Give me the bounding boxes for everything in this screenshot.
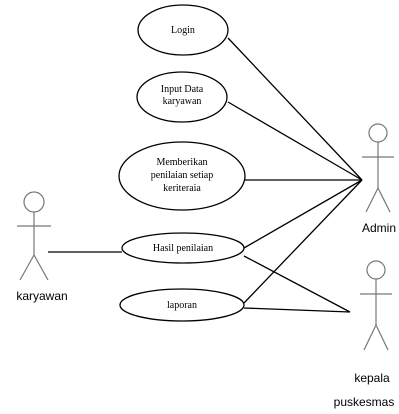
actor-kepala-puskesmas[interactable]: kepala puskesmas — [334, 260, 395, 409]
actor-admin[interactable]: Admin — [362, 123, 396, 235]
actor-kepala-label-1: kepala — [354, 371, 390, 385]
assoc-kepala-hasil — [243, 255, 351, 313]
use-case-hasil-shape — [121, 232, 245, 264]
actor-karyawan[interactable]: karyawan — [16, 191, 68, 303]
actor-kepala-label-2: puskesmas — [334, 395, 395, 409]
use-case-input-data[interactable]: Input Data karyawan — [136, 71, 228, 123]
assoc-admin-login — [227, 37, 363, 181]
use-case-memberikan-shape — [118, 141, 246, 211]
use-case-memberikan-label-3: keriteraia — [163, 183, 201, 194]
actor-karyawan-label: karyawan — [16, 289, 67, 303]
use-case-login[interactable]: Login — [137, 4, 229, 56]
use-case-hasil-label: Hasil penilaian — [153, 243, 213, 254]
use-case-memberikan-penilaian[interactable]: Memberikan penilaian setiap keriteraia — [118, 141, 246, 211]
use-case-memberikan-label-2: penilaian setiap — [151, 170, 213, 181]
actor-admin-figure — [362, 123, 394, 213]
assoc-admin-laporan — [243, 179, 363, 304]
use-case-memberikan-label-1: Memberikan — [156, 157, 207, 168]
use-case-input-data-shape — [136, 71, 228, 123]
assoc-kepala-laporan — [243, 307, 351, 313]
use-case-hasil-penilaian[interactable]: Hasil penilaian — [121, 232, 245, 264]
use-case-login-label: Login — [171, 25, 195, 36]
use-case-input-data-label-1: Input Data — [161, 84, 204, 95]
actor-karyawan-figure — [17, 191, 51, 281]
actor-admin-label: Admin — [362, 221, 396, 235]
use-case-login-shape — [137, 4, 229, 56]
use-case-input-data-label-2: karyawan — [163, 96, 202, 107]
associations — [48, 37, 363, 313]
assoc-admin-hasil — [243, 179, 363, 249]
use-case-laporan-label: laporan — [167, 300, 197, 311]
assoc-admin-input — [227, 101, 363, 181]
actor-kepala-figure — [360, 260, 392, 351]
use-case-laporan-shape — [119, 288, 245, 322]
use-case-laporan[interactable]: laporan — [119, 288, 245, 322]
